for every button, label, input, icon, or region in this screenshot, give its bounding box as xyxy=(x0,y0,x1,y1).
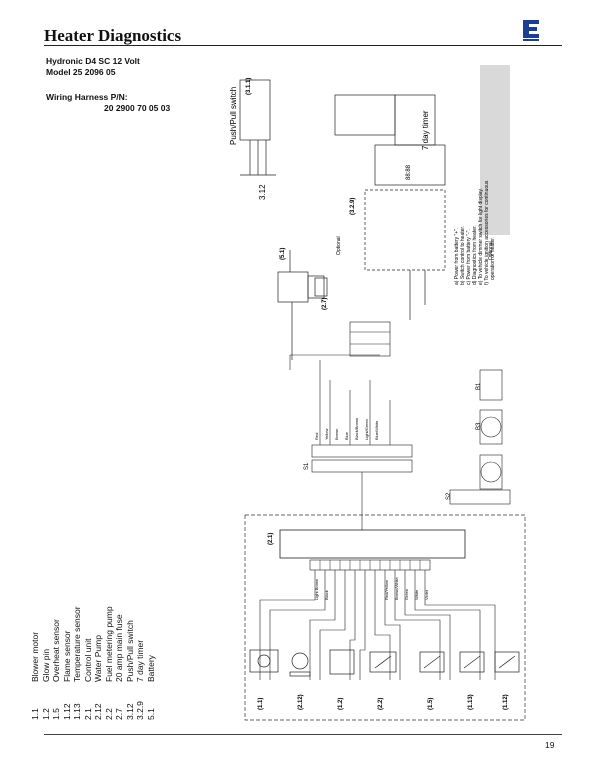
optional-label: Optional xyxy=(336,236,342,255)
switch-title: Push/Pull switch xyxy=(229,87,238,145)
fuse-battery xyxy=(277,250,328,360)
harness-number: 20 2900 70 05 03 xyxy=(104,103,171,113)
legend-name: Flame sensor xyxy=(61,630,72,683)
wire-color-label: Brown xyxy=(334,429,339,440)
wire-color-label: Yellow xyxy=(324,428,329,440)
control-unit-box xyxy=(279,529,466,559)
legend-name: Water Pump xyxy=(93,635,103,682)
legend-name: Overheat sensor xyxy=(51,619,61,682)
connector-label: B1 xyxy=(476,382,482,390)
wiring-diagram: Push/Pull switch 3.12 7 day timer 88:88 … xyxy=(229,65,526,721)
legend-name: Push/Pull switch xyxy=(124,620,135,682)
legend-code: 2.2 xyxy=(103,708,114,720)
legend-name: 20 amp main fuse xyxy=(114,614,124,682)
harness-label: Wiring Harness P/N: xyxy=(46,92,128,102)
push-pull-switch-symbol xyxy=(239,79,276,176)
model-line-1: Hydronic D4 SC 12 Volt xyxy=(46,56,140,66)
timer-block xyxy=(334,94,446,320)
connector-label: S1 xyxy=(304,462,310,470)
legend-code: 1.12 xyxy=(61,703,72,720)
legend-code: 3.12 xyxy=(124,703,135,720)
connector-s2 xyxy=(309,559,431,571)
note-f: f) To vehicle ignition accessories for c… xyxy=(484,180,490,285)
legend-name: Battery xyxy=(145,655,156,682)
component-symbols xyxy=(249,649,520,677)
connector-s1 xyxy=(311,444,413,473)
note-c: c) Power from battery "-". xyxy=(466,229,472,285)
component-wires xyxy=(259,570,496,680)
legend-code: 1.2 xyxy=(40,708,51,720)
connector-mid xyxy=(349,321,391,357)
component-ref-label: (2.7) xyxy=(322,298,328,310)
component-ref-label: (2.12) xyxy=(298,694,304,710)
component-ref-label: (1.1) xyxy=(258,698,264,710)
wire-color-label: Light/Green xyxy=(364,419,369,440)
note-d: d) Diagnostics from heater. xyxy=(472,225,478,285)
header-rule xyxy=(44,45,562,46)
legend-code: 1.1 xyxy=(30,708,40,720)
legend-name: Glow pin xyxy=(40,648,51,682)
harness-wires xyxy=(289,354,391,530)
component-ref-label: (5.1) xyxy=(280,248,286,260)
legend-code: 1.13 xyxy=(72,703,82,720)
component-ref-label: (3.2.9) xyxy=(350,198,356,215)
legend-code: 5.1 xyxy=(145,708,156,720)
timer-display: 88:88 xyxy=(406,164,412,180)
legend-name: Blower motor xyxy=(30,631,40,682)
page-number: 19 xyxy=(545,740,555,750)
legend-code: 3.2.9 xyxy=(135,701,145,720)
component-ref-label: (3.1.1) xyxy=(246,78,252,95)
component-ref-label: (2.2) xyxy=(378,698,384,710)
connector-pictograms xyxy=(449,369,511,505)
component-legend: 1.1 Blower motor 1.2 Glow pin 1.5 Overheat se… xyxy=(30,500,156,720)
wire-color-label: Black xyxy=(324,590,329,600)
note-e: e) To vehicle dimmer switch for light di… xyxy=(478,188,484,285)
wire-color-label: Blue/White xyxy=(374,420,379,440)
wire-color-label: Red/Yellow xyxy=(384,580,389,600)
note-b: b) Switch control to heater. xyxy=(460,226,466,285)
connector-label: S2 xyxy=(446,492,452,500)
legend-code: 1.5 xyxy=(51,708,61,720)
note-f2: operation of heater. xyxy=(490,237,496,280)
component-ref-label: (1.2) xyxy=(338,698,344,710)
legend-name: Fuel metering pump xyxy=(103,606,114,682)
model-line-2: Model 25 2096 05 xyxy=(46,67,116,77)
brand-logo-icon xyxy=(520,18,542,42)
note-a: a) Power from battery "+". xyxy=(454,228,460,285)
control-unit-frame xyxy=(244,514,526,721)
wire-color-label: Green xyxy=(404,589,409,600)
component-ref-labels: (1.1) (2.12) (1.2) (2.2) (1.5) (1.13) (1.12) (2… xyxy=(246,78,509,710)
component-ref-label: (2.1) xyxy=(268,533,274,545)
wire-color-label: Violet xyxy=(424,589,429,600)
switch-ref: 3.12 xyxy=(258,184,267,200)
legend-name: Temperature sensor xyxy=(72,606,82,682)
footer-rule xyxy=(44,734,562,735)
timer-title: 7 day timer xyxy=(421,110,430,150)
legend-name: Control unit xyxy=(82,638,93,682)
component-ref-label: (1.12) xyxy=(503,694,509,710)
page-title: Heater Diagnostics xyxy=(44,26,182,45)
notes-optional: Optional xyxy=(488,241,494,260)
wire-color-label: White xyxy=(414,589,419,600)
wire-color-label: Black/Brown xyxy=(354,418,359,440)
legend-code: 2.7 xyxy=(114,708,124,720)
legend-name: 7 day timer xyxy=(135,639,145,682)
notes-list: a) Power from battery "+". b) Switch con… xyxy=(454,180,496,285)
optional-notes-box xyxy=(480,65,510,235)
wire-color-label: Red xyxy=(314,433,319,440)
wire-color-label: Brown/White xyxy=(394,577,399,600)
legend-code: 2.12 xyxy=(93,703,103,720)
component-ref-label: (1.13) xyxy=(468,694,474,710)
component-ref-label: (1.5) xyxy=(428,698,434,710)
wire-color-labels: Red Yellow Brown Blue Black/Brown Light/Green… xyxy=(314,418,429,600)
connector-label: B3 xyxy=(476,422,482,430)
wire-color-label: Blue xyxy=(344,431,349,440)
legend-code: 2.1 xyxy=(82,708,93,720)
wire-color-label: Light Brown xyxy=(314,579,319,600)
